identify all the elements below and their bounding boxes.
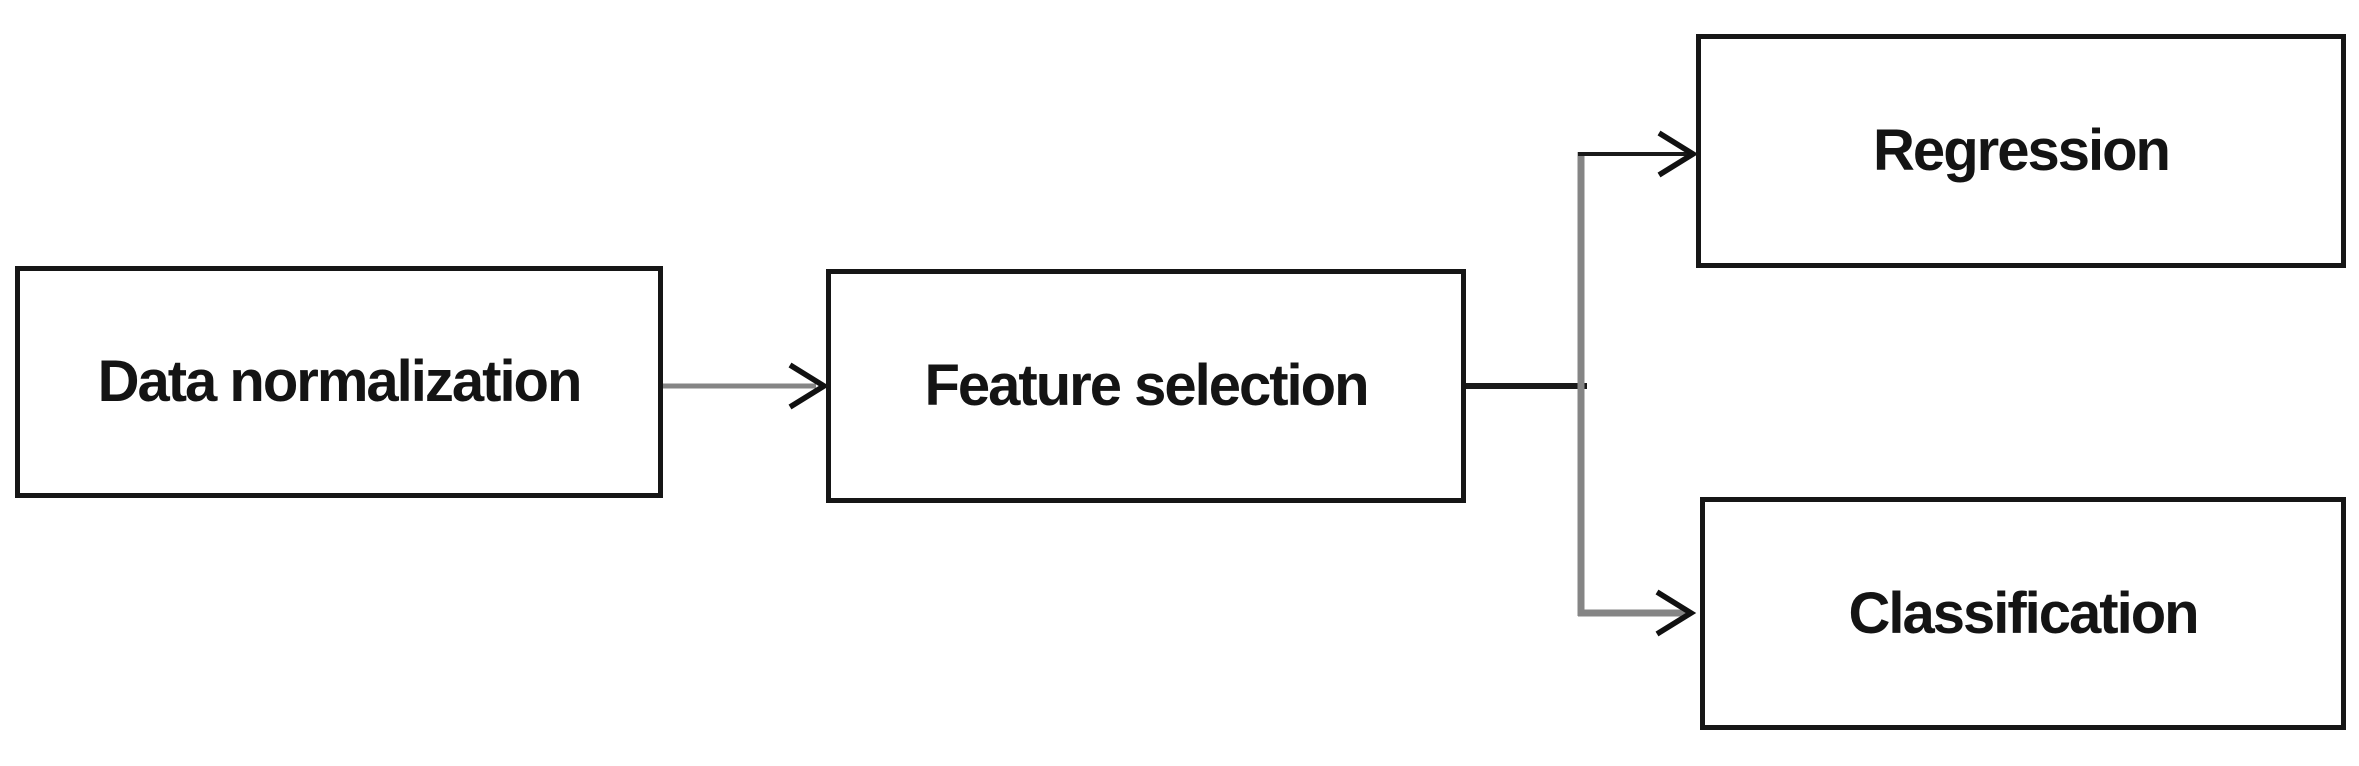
arrowhead-icon — [1657, 130, 1699, 178]
node-label: Feature selection — [924, 353, 1369, 418]
node-label: Data normalization — [97, 349, 583, 414]
node-data-normalization: Data normalization — [15, 266, 663, 498]
node-label: Regression — [1873, 118, 2171, 183]
arrowhead-icon — [788, 362, 830, 410]
node-label: Classification — [1848, 580, 2199, 646]
arrowhead-icon — [1655, 589, 1697, 637]
node-feature-selection: Feature selection — [826, 269, 1466, 503]
node-classification: Classification — [1700, 497, 2346, 730]
node-regression: Regression — [1696, 34, 2346, 268]
